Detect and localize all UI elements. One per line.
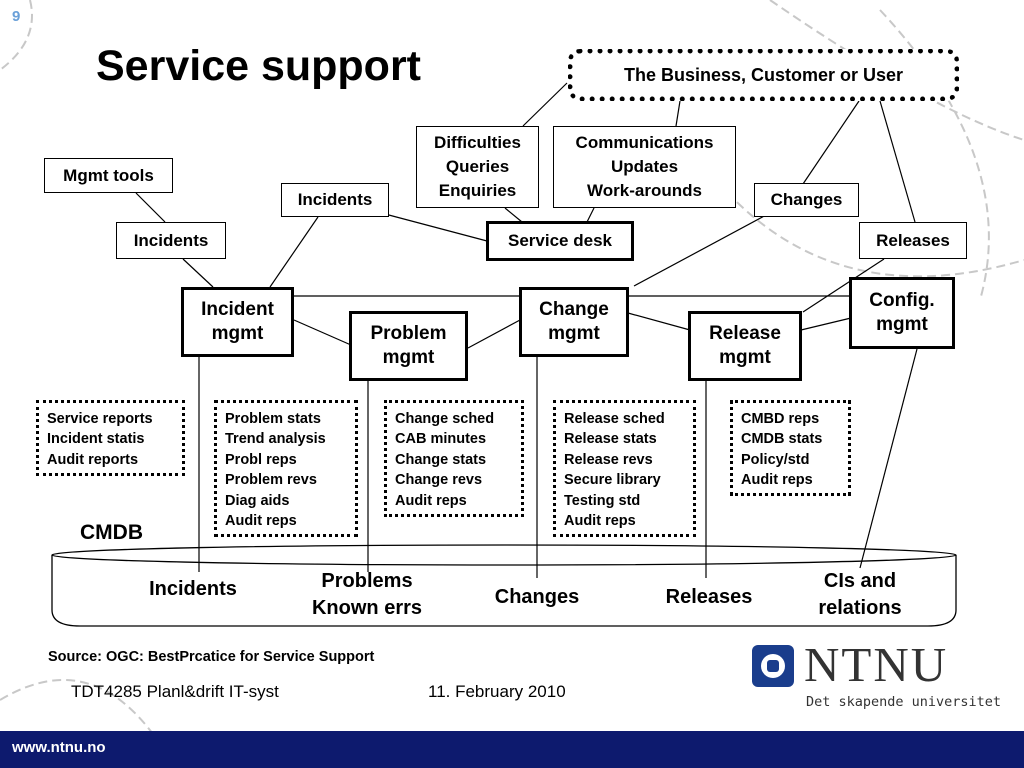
mgmt-tools-box: Mgmt tools xyxy=(44,158,173,193)
release-mgmt-line-2: mgmt xyxy=(719,347,771,368)
change-mgmt-box: Change mgmt xyxy=(519,287,629,357)
list-item: Audit reps xyxy=(564,513,636,530)
list-item: Release stats xyxy=(564,431,657,448)
list-item: Release sched xyxy=(564,411,665,427)
incidents-upper-box: Incidents xyxy=(281,183,389,217)
list-item: Secure library xyxy=(564,472,661,489)
list-item: Trend analysis xyxy=(225,431,326,448)
change-mgmt-line-2: mgmt xyxy=(548,323,600,344)
config-mgmt-line-2: mgmt xyxy=(876,314,928,335)
list-item: Change revs xyxy=(395,472,483,489)
ntnu-logo-icon xyxy=(752,645,794,687)
change-mgmt-line-1: Change xyxy=(539,299,609,320)
cmdb-problems-line-2: Known errs xyxy=(311,597,423,619)
business-box: The Business, Customer or User xyxy=(568,49,959,101)
cmdb-incidents: Incidents xyxy=(149,578,237,600)
config-mgmt-line-1: Config. xyxy=(869,290,935,311)
footer-bar: www.ntnu.no xyxy=(0,731,1024,768)
incidents-left-box: Incidents xyxy=(116,222,226,259)
ntnu-logo-tagline: Det skapende universitet xyxy=(806,694,1002,710)
list-item: Change sched xyxy=(395,411,495,427)
incident-mgmt-line-1: Incident xyxy=(201,299,274,320)
business-label: The Business, Customer or User xyxy=(623,64,904,85)
list-item: Probl reps xyxy=(225,451,297,468)
list-item: Change stats xyxy=(395,451,487,468)
problem-mgmt-line-2: mgmt xyxy=(382,347,435,368)
ntnu-logo-text: NTNU xyxy=(804,637,949,692)
list-item: CMDB stats xyxy=(741,431,823,448)
cmdb-cis: CIs and relations xyxy=(790,568,930,622)
difficulties-line-2: Queries xyxy=(445,157,510,176)
problem-mgmt-box: Problem mgmt xyxy=(349,311,468,381)
list-item: CAB minutes xyxy=(395,431,487,448)
release-mgmt-line-1: Release xyxy=(709,323,781,344)
source-note: Source: OGC: BestPrcatice for Service Su… xyxy=(48,649,375,665)
cmdb-releases: Releases xyxy=(665,586,753,608)
release-outputs-list: Release sched Release stats Release revs… xyxy=(553,400,696,537)
incident-mgmt-line-2: mgmt xyxy=(211,323,264,344)
cmdb-cis-line-2: relations xyxy=(818,597,902,619)
communications-line-1: Communications xyxy=(575,133,714,152)
list-item: Diag aids xyxy=(225,492,290,509)
problem-mgmt-line-1: Problem xyxy=(370,323,447,344)
config-mgmt-box: Config. mgmt xyxy=(849,277,955,349)
communications-box: Communications Updates Work-arounds xyxy=(553,126,736,208)
list-item: Release revs xyxy=(564,451,653,468)
config-outputs-list: CMBD reps CMDB stats Policy/std Audit re… xyxy=(730,400,851,496)
page-title: Service support xyxy=(96,42,421,90)
footer-url[interactable]: www.ntnu.no xyxy=(12,739,106,756)
releases-box: Releases xyxy=(859,222,967,259)
cmdb-problems-line-1: Problems xyxy=(321,570,413,592)
list-item: Testing std xyxy=(564,492,641,509)
communications-line-2: Updates xyxy=(610,157,679,176)
slide-number: 9 xyxy=(12,8,21,25)
changes-box: Changes xyxy=(754,183,859,217)
problem-outputs-list: Problem stats Trend analysis Probl reps … xyxy=(214,400,358,537)
incident-mgmt-box: Incident mgmt xyxy=(181,287,294,357)
cmdb-cis-line-1: CIs and xyxy=(823,570,897,592)
cmdb-cylinder xyxy=(51,544,957,627)
ntnu-logo: NTNU Det skapende universitet xyxy=(752,637,1002,718)
footer-date: 11. February 2010 xyxy=(428,682,566,701)
list-item: Policy/std xyxy=(741,451,810,468)
difficulties-line-3: Enquiries xyxy=(438,181,517,200)
difficulties-line-1: Difficulties xyxy=(434,133,521,152)
incident-outputs-list: Service reports Incident statis Audit re… xyxy=(36,400,185,476)
list-item: Audit reps xyxy=(741,472,813,489)
list-item: Audit reps xyxy=(225,513,297,530)
release-mgmt-box: Release mgmt xyxy=(688,311,802,381)
list-item: Service reports xyxy=(47,411,153,427)
communications-line-3: Work-arounds xyxy=(587,181,702,200)
list-item: CMBD reps xyxy=(741,411,820,427)
footer-course: TDT4285 Planl&drift IT-syst xyxy=(71,682,279,701)
list-item: Audit reps xyxy=(395,492,467,509)
cmdb-title: CMDB xyxy=(80,521,143,544)
list-item: Problem stats xyxy=(225,411,321,427)
difficulties-box: Difficulties Queries Enquiries xyxy=(416,126,539,208)
list-item: Incident statis xyxy=(47,431,145,448)
change-outputs-list: Change sched CAB minutes Change stats Ch… xyxy=(384,400,524,517)
list-item: Problem revs xyxy=(225,472,317,489)
cmdb-changes: Changes xyxy=(494,586,580,608)
service-desk-box: Service desk xyxy=(486,221,634,261)
list-item: Audit reports xyxy=(47,451,139,468)
cmdb-problems: Problems Known errs xyxy=(292,568,442,622)
